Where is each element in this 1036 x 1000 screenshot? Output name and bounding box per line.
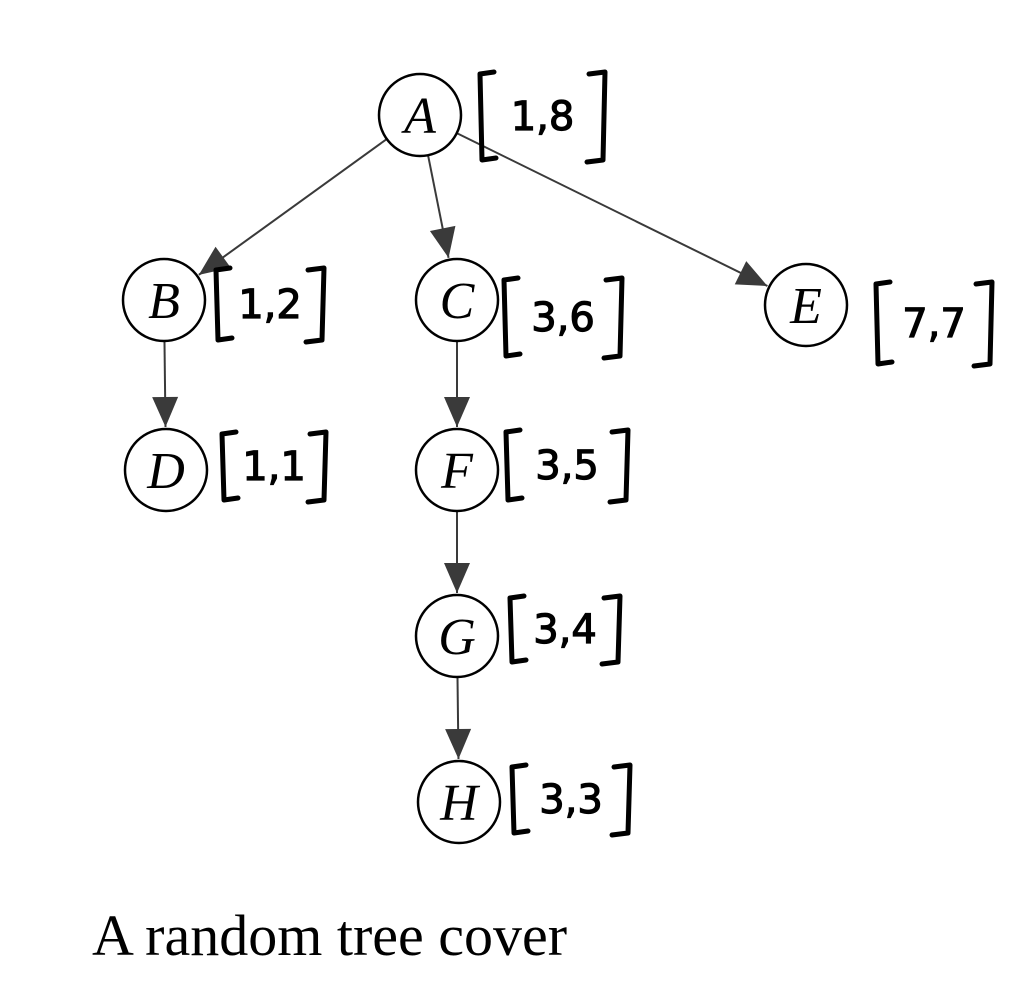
left-bracket — [507, 593, 529, 665]
node-circle — [414, 427, 500, 513]
node-label: E — [789, 278, 822, 335]
interval-text: 1,2 — [238, 282, 302, 328]
node-label: C — [440, 273, 476, 330]
arrowhead-B-D — [152, 396, 179, 428]
interval-annotation: 3,4 — [507, 593, 623, 667]
arrowhead-F-G — [444, 563, 470, 593]
edge-A-E — [456, 132, 768, 287]
node-C: C 3,6 — [414, 257, 625, 361]
nodes: A 1,8B 1,2 C 3,6 E 7,7D 1,1 F 3,5G 3,4H 3,3 — [121, 69, 995, 845]
interval-text: 3,3 — [539, 777, 603, 823]
interval-annotation: 7,7 — [873, 279, 995, 369]
edges — [152, 132, 768, 760]
arrowhead-C-F — [444, 397, 470, 427]
interval-annotation: 1,1 — [219, 429, 329, 505]
edge-A-B — [198, 138, 388, 276]
node-circle — [377, 72, 463, 158]
node-E: E 7,7 — [763, 262, 995, 369]
node-circle — [763, 262, 849, 348]
node-G: G 3,4 — [414, 593, 623, 679]
interval-text: 7,7 — [902, 301, 966, 347]
right-bracket — [601, 275, 625, 361]
right-bracket — [599, 593, 623, 667]
node-H: H 3,3 — [416, 759, 633, 845]
right-bracket — [971, 279, 995, 369]
right-bracket — [609, 762, 633, 838]
node-circle — [414, 257, 500, 343]
interval-text: 3,6 — [531, 295, 595, 341]
interval-text: 3,5 — [535, 443, 599, 489]
left-bracket — [477, 69, 499, 163]
left-bracket — [873, 279, 895, 367]
right-bracket — [584, 69, 608, 165]
node-circle — [123, 427, 209, 513]
node-D: D 1,1 — [123, 427, 329, 513]
left-bracket — [509, 762, 531, 836]
node-label: B — [148, 273, 180, 330]
interval-annotation: 1,8 — [477, 69, 608, 165]
node-label: D — [146, 443, 185, 500]
right-bracket — [305, 429, 329, 505]
arrowhead-G-H — [445, 728, 472, 760]
right-bracket — [303, 265, 327, 345]
interval-annotation: 1,2 — [213, 265, 327, 345]
left-bracket — [503, 427, 525, 503]
node-F: F 3,5 — [414, 427, 631, 513]
node-circle — [121, 257, 207, 343]
node-label: G — [438, 609, 476, 666]
interval-text: 1,8 — [511, 94, 575, 140]
arrowhead-A-C — [429, 225, 456, 258]
interval-annotation: 3,3 — [509, 762, 633, 838]
interval-text: 3,4 — [533, 607, 597, 653]
node-A: A 1,8 — [377, 69, 608, 165]
node-circle — [414, 593, 500, 679]
left-bracket — [501, 275, 523, 359]
node-label: F — [440, 443, 474, 500]
interval-annotation: 3,5 — [503, 427, 631, 505]
node-B: B 1,2 — [121, 257, 327, 345]
interval-text: 1,1 — [242, 444, 306, 490]
left-bracket — [219, 429, 241, 503]
node-label: A — [401, 88, 436, 145]
arrowhead-A-E — [734, 261, 768, 287]
right-bracket — [607, 427, 631, 505]
figure-caption: A random tree cover — [92, 903, 568, 968]
node-label: H — [439, 775, 480, 832]
interval-annotation: 3,6 — [501, 275, 625, 361]
left-bracket — [213, 265, 235, 343]
node-circle — [416, 759, 502, 845]
